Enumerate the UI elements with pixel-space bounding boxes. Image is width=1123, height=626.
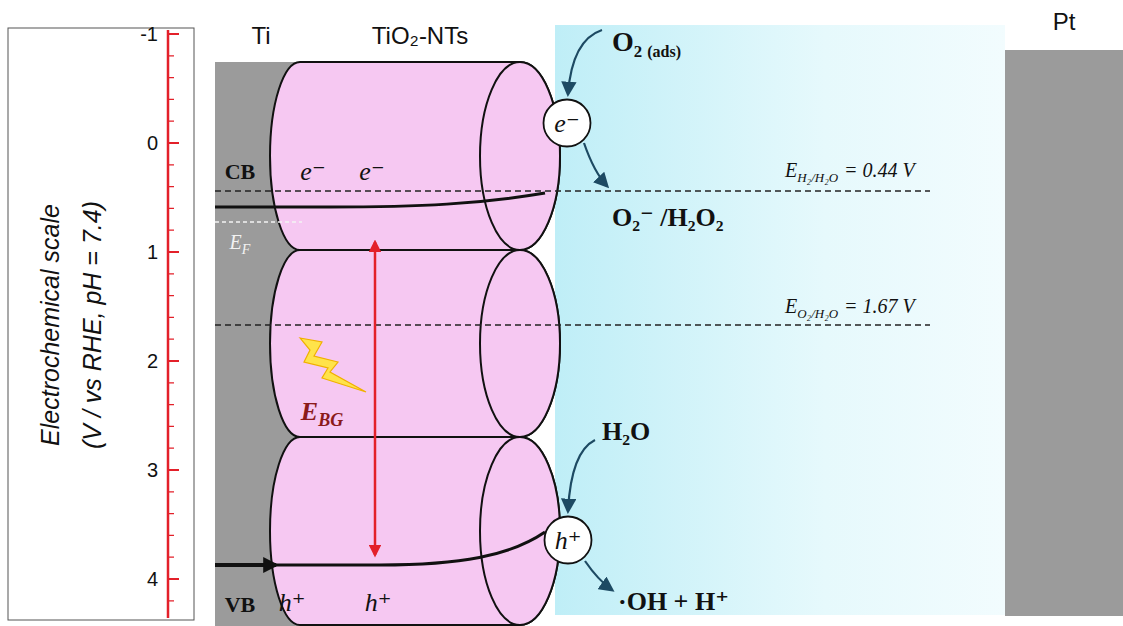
label-group: O₂ (ads) [612,26,681,58]
species-label: H₂O [602,417,650,447]
label-group: (V / vs RHE, pH = 7.4) [78,201,107,449]
hole-transfer-arrow [215,563,276,567]
electron-circle: e⁻ [542,98,592,148]
charge-symbol: e⁻ [300,157,325,187]
charge-symbol: e⁻ [359,157,384,187]
fermi-subscript: F [242,241,251,257]
label-group: Electrochemical scale [36,204,65,446]
charge-symbol: h⁺ [365,588,392,618]
charge-symbol: h⁺ [279,588,306,618]
o2-potential-line [215,324,930,325]
band-gap-symbol: E [301,397,318,427]
label-group: 4 [147,568,158,591]
tick-label: 1 [147,241,158,264]
hole-circle: h⁺ [543,515,593,565]
valence-band [215,532,545,565]
nanotubes [270,62,560,625]
charge-symbol: h⁺ [543,515,593,565]
band-label: CB [225,159,256,184]
tio2-nanotubes: TiO₂-NTse⁻h⁺ [270,62,570,626]
label-group: 0 [147,132,158,155]
label-group: 2 [147,350,158,373]
fermi-level-line [215,221,302,222]
tick-label: 4 [147,568,158,591]
label-group: CB [225,159,256,184]
major-ticks [168,34,179,579]
potential-subscript: O₂/H₂O [797,306,838,321]
label-group: h⁺ [365,588,392,618]
tick-label: 3 [147,459,158,482]
minor-ticks [168,56,174,601]
potential-subscript: H₂/H₂O [797,170,838,185]
region-heading: TiO₂-NTs [372,22,468,50]
label-group: 3 [147,459,158,482]
label-group: h⁺ [279,588,306,618]
label-group: VB [225,592,256,617]
band-label: VB [225,592,256,617]
electrolyte-region [555,25,1005,615]
species-label: O₂ [612,26,642,58]
species-label: O₂⁻ /H₂O₂ [612,203,724,233]
ti-electrode: Ti [215,62,307,626]
axis-title: (V / vs RHE, pH = 7.4) [78,201,107,449]
region-heading: Ti [251,22,270,50]
label-group: O₂⁻ /H₂O₂ [612,203,724,233]
tick-label: -1 [140,23,158,46]
label-group: EO₂/H₂O = 1.67 V [785,295,915,318]
label-group: e⁻ [300,157,325,187]
h2-potential-line [215,190,930,191]
tick-label: 2 [147,350,158,373]
pt-electrode: Pt [1005,50,1123,616]
axis-line [167,30,170,618]
region-heading: Pt [1053,8,1076,36]
label-group: -1 [140,23,158,46]
pt-electrode [1005,50,1123,616]
conduction-band [215,193,545,207]
band-gap-subscript: BG [318,410,343,431]
species-subscript: (ads) [647,43,681,61]
potential-symbol: E [785,159,797,182]
tick-label: 0 [147,132,158,155]
potential-symbol: E [785,295,797,318]
label-group: 1 [147,241,158,264]
potential-value: = 1.67 V [844,295,915,318]
label-group: EBG [301,397,343,427]
label-group: EF [230,231,251,254]
fermi-symbol: E [230,231,242,254]
band-gap-arrow [374,242,377,555]
label-group: e⁻ [359,157,384,187]
light-bolt [300,338,366,392]
label-group: ·OH + H⁺ [618,587,729,617]
axis-panel [8,28,194,620]
species-label: ·OH + H⁺ [618,587,729,617]
potential-value: = 0.44 V [844,159,915,182]
label-group: EH₂/H₂O = 0.44 V [785,159,915,182]
axis-title: Electrochemical scale [36,204,65,446]
label-group: H₂O [602,417,650,447]
charge-symbol: e⁻ [542,98,592,148]
